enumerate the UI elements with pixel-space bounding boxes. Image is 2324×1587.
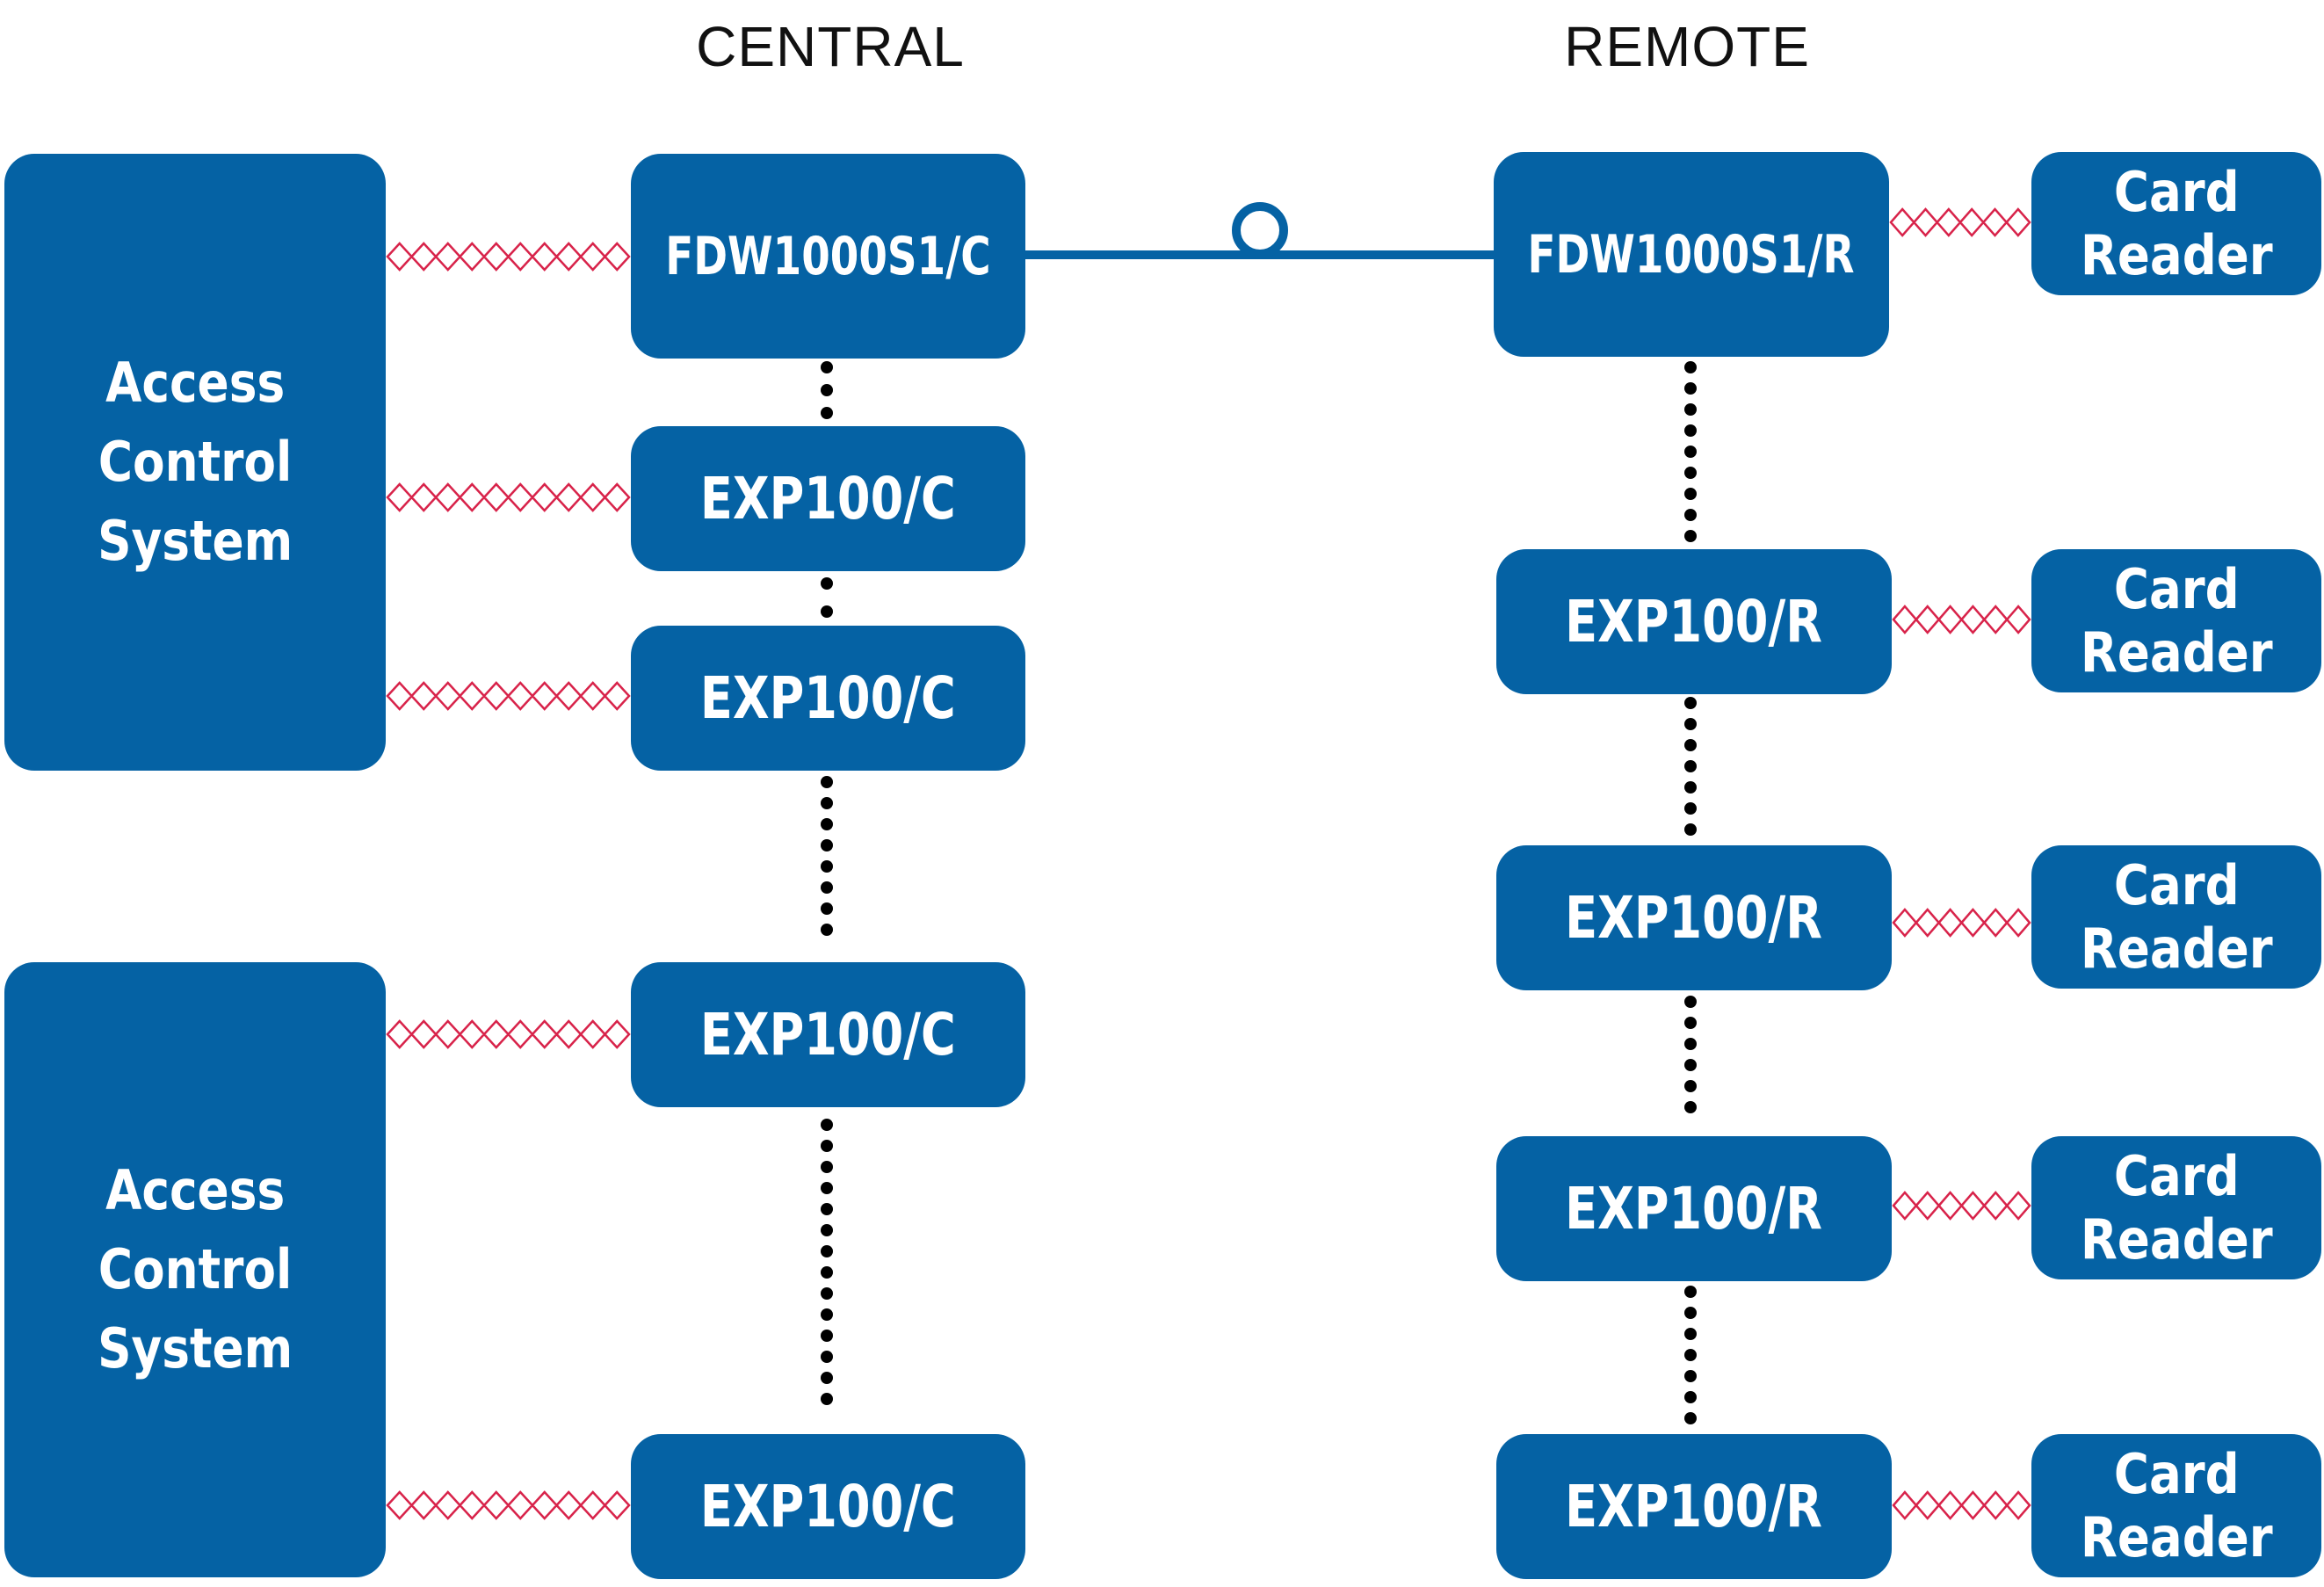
exp-central-unit-2: EXP100/C: [631, 626, 1025, 771]
expansion-bus-central-4: [821, 1119, 833, 1405]
wiegand-link-central-5: [386, 1490, 631, 1520]
exp-remote-unit-3: EXP100/R: [1496, 1136, 1892, 1281]
expansion-bus-remote-4: [1684, 1286, 1697, 1424]
wiegand-link-central-2: [386, 482, 631, 512]
wiegand-link-remote-5: [1892, 1490, 2031, 1520]
wiegand-link-remote-4: [1892, 1191, 2031, 1221]
wiegand-link-remote-2: [1892, 605, 2031, 634]
fdw-remote-unit: FDW1000S1/R: [1494, 152, 1889, 357]
card-reader-1: Card Reader: [2031, 152, 2321, 295]
card-reader-label: Card Reader: [2080, 159, 2273, 287]
access-control-system-label: Access Control System: [97, 351, 293, 573]
exp-remote-label: EXP100/R: [1565, 884, 1823, 952]
exp-central-unit-1: EXP100/C: [631, 426, 1025, 571]
fdw-remote-label: FDW1000S1/R: [1527, 223, 1856, 286]
card-reader-5: Card Reader: [2031, 1434, 2321, 1577]
access-control-system-1: Access Control System: [4, 154, 386, 771]
expansion-bus-central-3: [821, 776, 833, 936]
expansion-bus-central-1: [821, 361, 833, 419]
card-reader-label: Card Reader: [2080, 1143, 2273, 1272]
central-header: CENTRAL: [696, 15, 965, 78]
exp-central-label: EXP100/C: [700, 465, 956, 533]
fdw-central-label: FDW1000S1/C: [665, 225, 991, 287]
wiegand-link-central-3: [386, 681, 631, 711]
wiegand-link-central-4: [386, 1019, 631, 1049]
expansion-bus-remote-1: [1684, 361, 1697, 542]
exp-central-unit-4: EXP100/C: [631, 1434, 1025, 1579]
card-reader-label: Card Reader: [2080, 852, 2273, 981]
exp-remote-label: EXP100/R: [1565, 588, 1823, 656]
card-reader-label: Card Reader: [2080, 556, 2273, 685]
card-reader-label: Card Reader: [2080, 1441, 2273, 1569]
expansion-bus-remote-3: [1684, 996, 1697, 1113]
exp-central-label: EXP100/C: [700, 1001, 956, 1069]
exp-remote-unit-1: EXP100/R: [1496, 549, 1892, 694]
expansion-bus-central-2: [821, 577, 833, 618]
exp-remote-unit-2: EXP100/R: [1496, 845, 1892, 990]
exp-remote-label: EXP100/R: [1565, 1473, 1823, 1540]
exp-remote-unit-4: EXP100/R: [1496, 1434, 1892, 1579]
card-reader-2: Card Reader: [2031, 549, 2321, 692]
wiegand-link-remote-1: [1889, 207, 2031, 237]
exp-central-label: EXP100/C: [700, 664, 956, 732]
exp-central-label: EXP100/C: [700, 1473, 956, 1540]
exp-central-unit-3: EXP100/C: [631, 962, 1025, 1107]
remote-header: REMOTE: [1564, 15, 1810, 78]
fdw-central-unit: FDW1000S1/C: [631, 154, 1025, 359]
fiber-connector-icon: [1232, 202, 1288, 258]
access-control-system-label: Access Control System: [97, 1158, 293, 1380]
wiegand-link-remote-3: [1892, 908, 2031, 938]
exp-remote-label: EXP100/R: [1565, 1175, 1823, 1243]
access-control-system-2: Access Control System: [4, 962, 386, 1577]
expansion-bus-remote-2: [1684, 697, 1697, 836]
card-reader-4: Card Reader: [2031, 1136, 2321, 1279]
wiegand-link-central-1: [386, 242, 631, 272]
card-reader-3: Card Reader: [2031, 845, 2321, 989]
